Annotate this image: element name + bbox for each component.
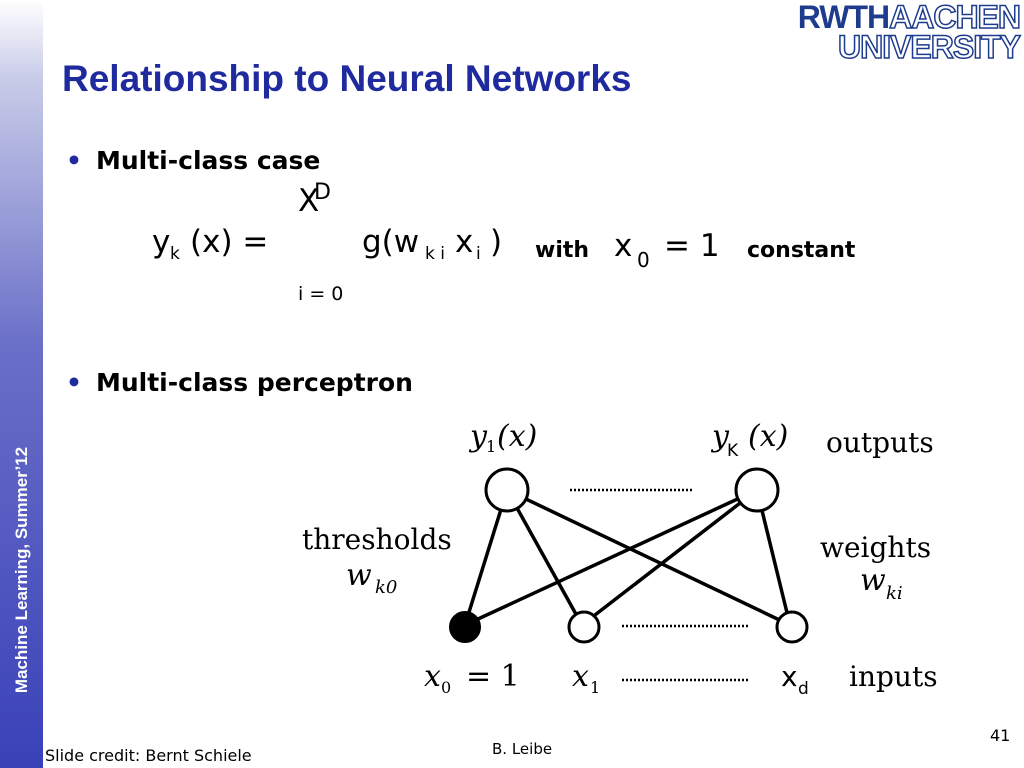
label-w-ki: w (860, 563, 886, 598)
edge-y1-x1 (505, 489, 584, 626)
formula-with: with (535, 238, 590, 263)
label-inputs: inputs (849, 660, 938, 693)
label-x0: x (424, 659, 441, 694)
formula-x0-sub: 0 (637, 248, 650, 272)
edge-yK-x0 (464, 488, 758, 627)
bullet-multiclass-case: • Multi-class case (66, 146, 320, 175)
formula-i: i (476, 244, 481, 264)
input-node-xd (775, 610, 809, 644)
label-yK-sub: K (727, 441, 739, 461)
edge-y1-xd (506, 488, 791, 627)
label-thresholds: thresholds (302, 523, 452, 556)
formula-x0-var: x (614, 228, 633, 264)
input-node-x1 (567, 610, 601, 644)
formula-close: ) (490, 224, 503, 260)
formula-ki: k i (425, 244, 445, 264)
university-logo: RWTHAACHEN UNIVERSITY (797, 0, 1022, 65)
page-number: 41 (990, 726, 1011, 745)
bias-node-x0 (449, 611, 481, 643)
label-x1-sub: 1 (590, 678, 600, 697)
formula-equals-one: = 1 (664, 228, 720, 264)
slide-credit: Slide credit: Bernt Schiele (45, 746, 252, 765)
sum-upper-limit: D (314, 180, 331, 205)
output-node-y1 (484, 467, 530, 513)
formula-constant: constant (747, 238, 856, 263)
slide-title: Relationship to Neural Networks (62, 58, 632, 99)
formula-k: k (170, 244, 180, 264)
edge-y1-x0 (463, 489, 509, 626)
label-y1-sub: 1 (486, 437, 496, 456)
label-x0-eq: = 1 (466, 659, 520, 694)
sum-symbol: X (298, 183, 320, 219)
bullet-dot: • (66, 368, 82, 397)
label-w-ki-sub: ki (886, 583, 903, 604)
output-node-yK (734, 467, 780, 513)
bullet-multiclass-perceptron: • Multi-class perceptron (66, 368, 413, 397)
label-xd-sub: d (798, 679, 809, 699)
sum-lower-limit: i = 0 (298, 283, 344, 305)
edge-yK-xd (755, 489, 792, 626)
bullet-dot: • (66, 146, 82, 175)
label-w-k0-sub: k0 (375, 577, 397, 598)
label-yK-args: (x) (748, 419, 788, 454)
label-xd: x (781, 660, 798, 693)
label-outputs: outputs (826, 426, 934, 459)
bullet-text: Multi-class case (95, 146, 321, 175)
formula-g-open: g(w (362, 224, 420, 260)
sidebar: Machine Learning, Summer’12 (0, 0, 43, 768)
slide-author: B. Leibe (492, 740, 553, 758)
formula-x: x (455, 224, 474, 260)
label-y1-args: (x) (497, 419, 537, 454)
label-x1: x (572, 659, 589, 694)
bullet-text: Multi-class perceptron (95, 368, 413, 397)
label-yK: y (710, 419, 730, 454)
label-x0-sub: 0 (441, 678, 451, 697)
formula-y: y (152, 224, 171, 260)
label-w-k0: w (346, 558, 372, 593)
formula-lhs-args: (x) = (190, 224, 269, 260)
edge-yK-x1 (580, 488, 759, 627)
logo-university: UNIVERSITY (837, 29, 1022, 65)
label-y1: y (468, 419, 488, 454)
label-weights: weights (820, 531, 931, 564)
logo-rwth: RWTH (797, 0, 890, 35)
logo-aachen: AACHEN (888, 0, 1021, 35)
